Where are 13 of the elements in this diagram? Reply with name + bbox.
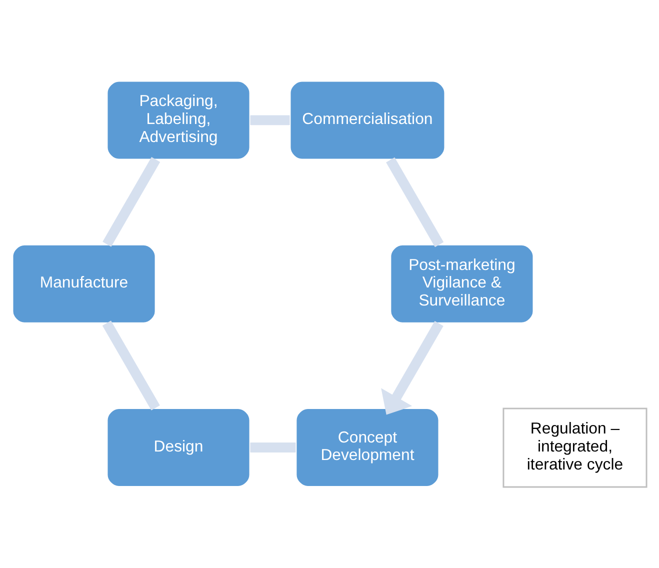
connector: [102, 156, 160, 247]
connector: [386, 157, 444, 248]
node-box: Concept Development: [295, 408, 440, 488]
arrow: [381, 321, 444, 415]
node-box: Post-marketing Vigilance & Surveillance: [390, 244, 534, 324]
connector: [250, 115, 290, 126]
node-box: Manufacture: [12, 244, 156, 324]
node-box: Packaging, Labeling, Advertising: [106, 80, 251, 160]
connector: [102, 320, 160, 410]
node-box: Design: [106, 408, 251, 488]
node-box: Commercialisation: [289, 80, 446, 160]
node-box: Regulation – integrated, iterative cycle: [502, 408, 648, 488]
connector: [250, 442, 296, 452]
